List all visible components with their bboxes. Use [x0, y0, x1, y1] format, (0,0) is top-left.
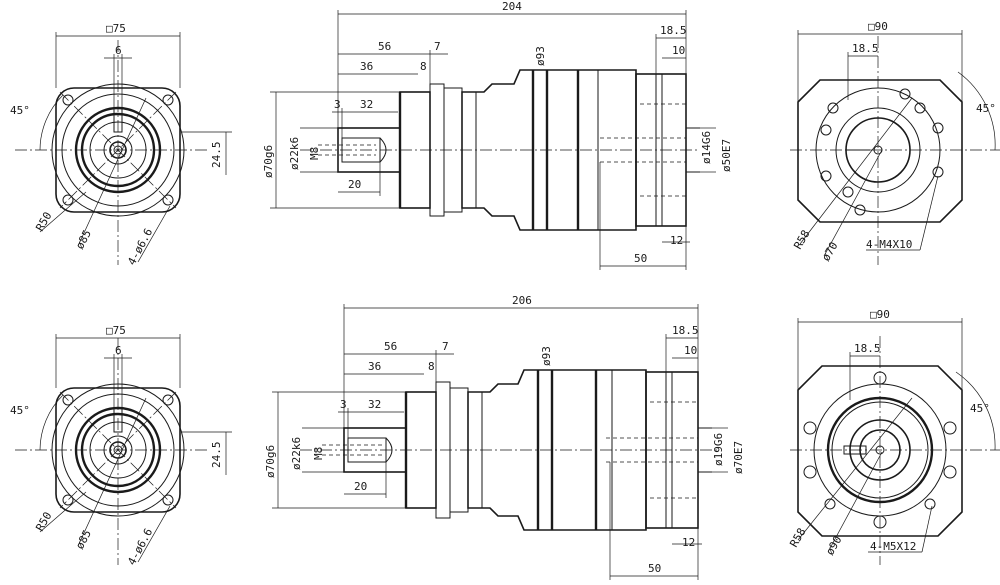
angle-label: 45° — [10, 104, 30, 117]
dim-20-label: 20 — [354, 480, 367, 493]
variant-1: □75 6 45° 24.5 R50 ø85 4-ø6.6 — [10, 0, 1000, 270]
flange-square-label: □75 — [106, 22, 126, 35]
dim-50-label: 50 — [648, 562, 661, 575]
recess-label: ø50E7 — [720, 139, 733, 172]
dim-8-label: 8 — [420, 60, 427, 73]
body-dia-label: ø93 — [534, 46, 547, 66]
bolt-circle-label: ø85 — [73, 528, 94, 552]
radius-label: R50 — [33, 510, 54, 534]
motor-offset-label: 18.5 — [854, 342, 881, 355]
bore-label: ø19G6 — [712, 433, 725, 466]
dim-3-label: 3 — [334, 98, 341, 111]
motor-square-label: □90 — [868, 20, 888, 33]
overall-length-label: 206 — [512, 294, 532, 307]
bolt-circle-label: ø85 — [73, 228, 94, 252]
pilot-label: ø70g6 — [264, 445, 277, 478]
angle-label: 45° — [10, 404, 30, 417]
motor-holes-label: 4-M4X10 — [866, 238, 912, 251]
dim-10-label: 10 — [672, 44, 685, 57]
motor-square-label: □90 — [870, 308, 890, 321]
flange-front-view: □75 6 45° 24.5 R50 ø85 4-ø6.6 — [10, 324, 232, 567]
body-dia-label: ø93 — [540, 346, 553, 366]
dim-3-label: 3 — [340, 398, 347, 411]
dim-10-label: 10 — [684, 344, 697, 357]
motor-angle-label: 45° — [976, 102, 996, 115]
motor-pcd-label: ø70 — [819, 240, 840, 264]
shaft-label: ø22k6 — [288, 137, 301, 170]
motor-face-view: □90 18.5 45° R58 ø90 4-M5X12 — [787, 308, 1000, 565]
motor-holes-label: 4-M5X12 — [870, 540, 916, 553]
dim-18-5-label: 18.5 — [672, 324, 699, 337]
dim-12-label: 12 — [682, 536, 695, 549]
dim-32-label: 32 — [368, 398, 381, 411]
overall-length-label: 204 — [502, 0, 522, 13]
motor-offset-label: 18.5 — [852, 42, 879, 55]
flange-front-view: □75 6 45° 24.5 R50 ø85 4-ø6.6 — [10, 22, 232, 267]
side-view: 204 56 7 36 8 3 32 20 ø93 ø — [262, 0, 733, 270]
key-width-label: 6 — [115, 44, 122, 57]
dim-7-label: 7 — [442, 340, 449, 353]
recess-label: ø70E7 — [732, 441, 745, 474]
dim-36-label: 36 — [360, 60, 373, 73]
radius-label: R50 — [33, 210, 54, 234]
holes-label: 4-ø6.6 — [125, 526, 155, 567]
dim-56-label: 56 — [384, 340, 397, 353]
dim-12-label: 12 — [670, 234, 683, 247]
motor-face-view: □90 18.5 45° R58 ø70 4-M4X10 — [790, 20, 1000, 265]
holes-label: 4-ø6.6 — [125, 226, 155, 267]
variant-2: □75 6 45° 24.5 R50 ø85 4-ø6.6 — [10, 294, 1000, 580]
dim-7-label: 7 — [434, 40, 441, 53]
offset-label: 24.5 — [210, 142, 223, 169]
dim-8-label: 8 — [428, 360, 435, 373]
dim-36-label: 36 — [368, 360, 381, 373]
dim-18-5-label: 18.5 — [660, 24, 687, 37]
pilot-label: ø70g6 — [262, 145, 275, 178]
dim-32-label: 32 — [360, 98, 373, 111]
thread-label: M8 — [308, 147, 321, 160]
shaft-label: ø22k6 — [290, 437, 303, 470]
offset-label: 24.5 — [210, 442, 223, 469]
thread-label: M8 — [312, 447, 325, 460]
bore-label: ø14G6 — [700, 131, 713, 164]
dim-56-label: 56 — [378, 40, 391, 53]
motor-angle-label: 45° — [970, 402, 990, 415]
key-width-label: 6 — [115, 344, 122, 357]
dim-20-label: 20 — [348, 178, 361, 191]
side-view: 206 56 7 36 8 3 32 20 ø93 ø70g6 ø22k6 M8 — [264, 294, 745, 580]
flange-square-label: □75 — [106, 324, 126, 337]
motor-pcd-label: ø90 — [823, 534, 844, 558]
dim-50-label: 50 — [634, 252, 647, 265]
motor-radius-label: R58 — [787, 526, 808, 550]
